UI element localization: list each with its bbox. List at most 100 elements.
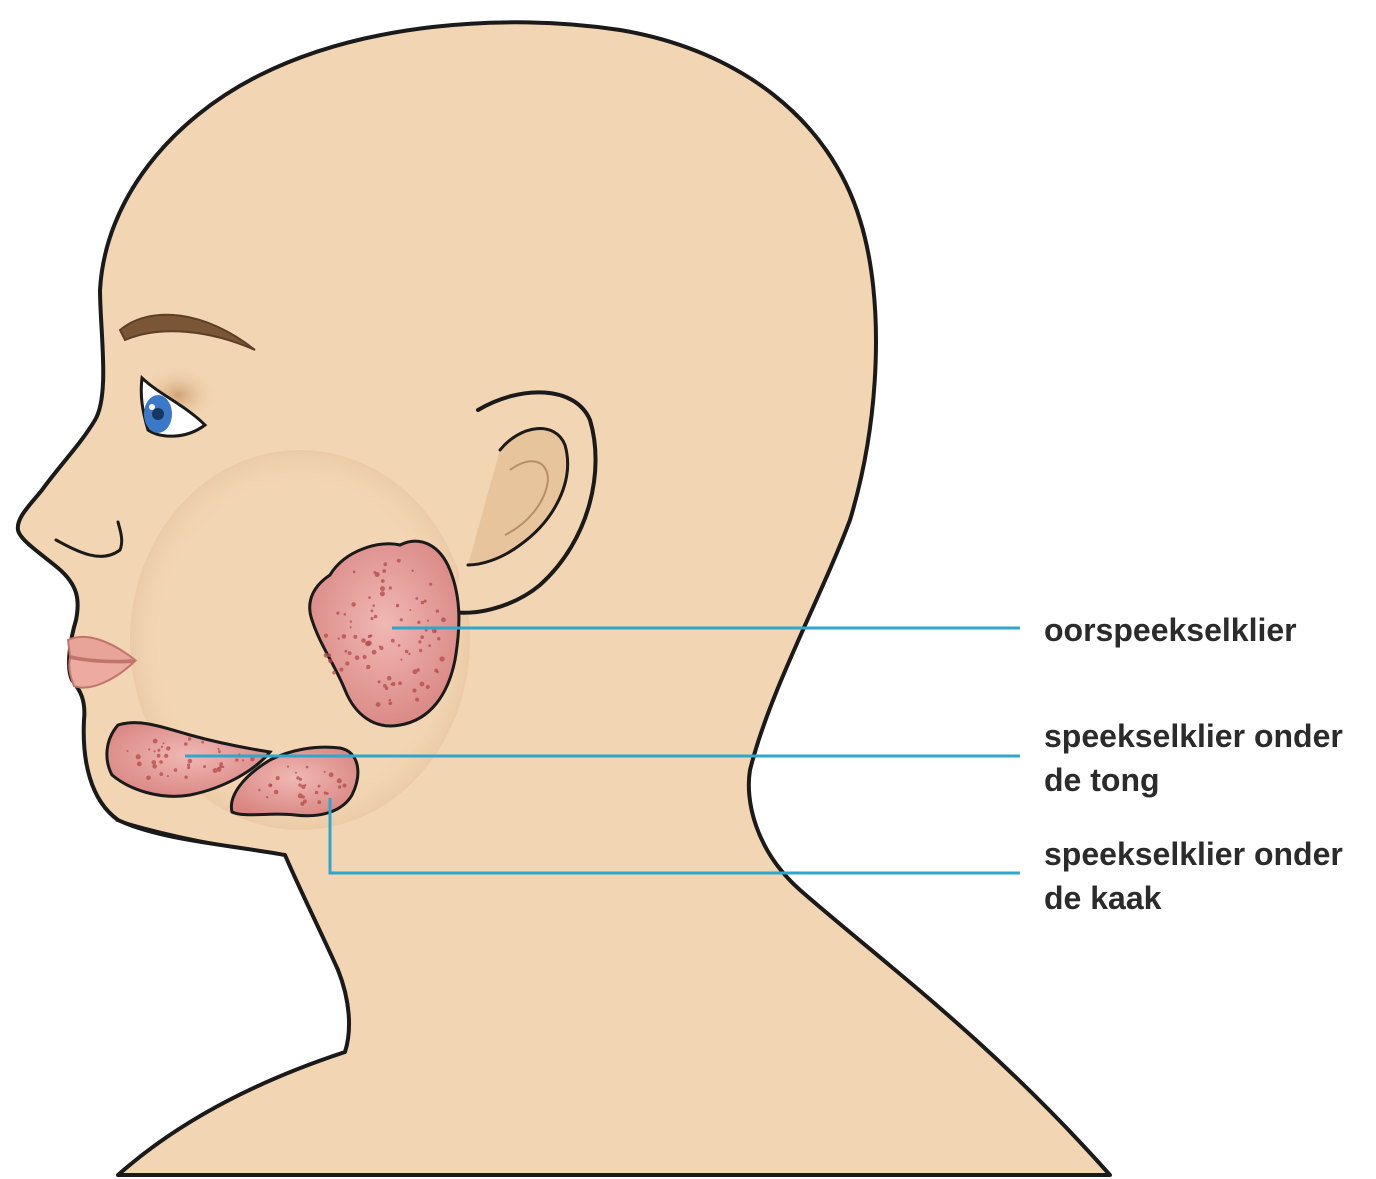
gland-texture-dot [368,596,371,599]
gland-texture-dot [342,634,347,639]
gland-texture-dot [387,676,392,681]
gland-texture-dot [328,659,332,663]
gland-texture-dot [188,737,191,740]
gland-texture-dot [157,749,160,752]
gland-texture-dot [419,649,422,652]
gland-texture-dot [287,766,289,768]
gland-texture-dot [258,789,260,791]
gland-texture-dot [440,656,445,661]
gland-texture-dot [376,702,381,707]
gland-texture-dot [383,684,387,688]
gland-texture-dot [163,742,165,744]
gland-texture-dot [381,579,385,583]
gland-texture-dot [332,671,336,675]
gland-texture-dot [428,644,431,647]
gland-texture-dot [167,775,169,777]
gland-texture-dot [268,783,272,787]
gland-texture-dot [159,772,163,776]
gland-texture-dot [127,750,129,752]
gland-texture-dot [417,668,420,671]
gland-texture-dot [338,785,341,788]
gland-texture-dot [405,650,409,654]
gland-texture-dot [166,746,170,750]
gland-texture-dot [317,800,321,804]
gland-texture-dot [188,759,193,764]
gland-texture-dot [427,620,429,622]
gland-texture-dot [375,572,380,577]
gland-texture-dot [389,702,392,705]
gland-texture-dot [339,668,343,672]
gland-texture-dot [306,766,309,769]
gland-texture-dot [318,785,321,788]
gland-texture-dot [304,784,306,786]
gland-texture-dot [398,644,401,647]
gland-texture-dot [378,680,381,683]
gland-texture-dot [324,634,328,638]
gland-texture-dot [266,796,268,798]
gland-texture-dot [146,776,151,781]
gland-texture-dot [298,783,301,786]
gland-texture-dot [350,620,352,622]
gland-texture-dot [337,778,342,783]
gland-texture-dot [250,757,254,761]
gland-texture-dot [408,653,410,655]
gland-texture-dot [187,763,190,766]
gland-texture-dot [434,630,436,632]
gland-texture-dot [152,760,157,765]
gland-texture-dot [295,772,297,774]
gland-texture-dot [315,791,319,795]
gland-texture-dot [417,621,420,624]
label-parotid-line-1: oorspeekselklier [1044,608,1297,652]
gland-texture-dot [217,748,219,750]
gland-texture-dot [426,685,430,689]
gland-texture-dot [372,650,377,655]
gland-texture-dot [400,618,403,621]
gland-texture-dot [353,571,356,574]
gland-texture-dot [400,659,402,661]
gland-texture-dot [396,604,399,607]
gland-texture-dot [154,750,156,752]
gland-texture-dot [303,799,307,803]
gland-texture-dot [345,650,348,653]
gland-texture-dot [235,758,238,761]
gland-texture-dot [361,638,366,643]
gland-texture-dot [372,604,375,607]
gland-texture-dot [382,569,386,573]
gland-texture-dot [343,784,347,788]
gland-texture-dot [424,600,427,603]
gland-texture-dot [366,665,370,669]
gland-texture-dot [219,762,223,766]
gland-texture-dot [137,762,142,767]
gland-texture-dot [415,698,419,702]
gland-texture-dot [398,681,402,685]
gland-texture-dot [363,655,367,659]
gland-texture-dot [184,742,188,746]
label-submandibular: speekselklier onder de kaak [1044,832,1343,920]
gland-texture-dot [374,615,378,619]
gland-texture-dot [418,640,421,643]
gland-texture-dot [152,764,157,769]
label-parotid: oorspeekselklier [1044,608,1297,652]
gland-texture-dot [380,591,385,596]
gland-texture-dot [174,768,178,772]
gland-texture-dot [164,754,168,758]
gland-texture-dot [344,613,347,616]
gland-texture-dot [222,766,224,768]
label-sublingual-line-2: de tong [1044,758,1343,802]
gland-texture-dot [412,570,414,572]
gland-texture-dot [326,792,329,795]
label-sublingual: speekselklier onder de tong [1044,714,1343,802]
gland-texture-dot [348,651,352,655]
gland-texture-dot [420,682,425,687]
gland-texture-dot [338,637,340,639]
gland-texture-dot [371,609,374,612]
label-sublingual-line-1: speekselklier onder [1044,714,1343,758]
gland-texture-dot [298,793,303,798]
gland-texture-dot [217,767,219,769]
label-submandibular-line-2: de kaak [1044,876,1343,920]
gland-texture-dot [441,617,446,622]
gland-texture-dot [157,754,161,758]
gland-texture-dot [299,778,302,781]
gland-texture-dot [161,746,163,748]
